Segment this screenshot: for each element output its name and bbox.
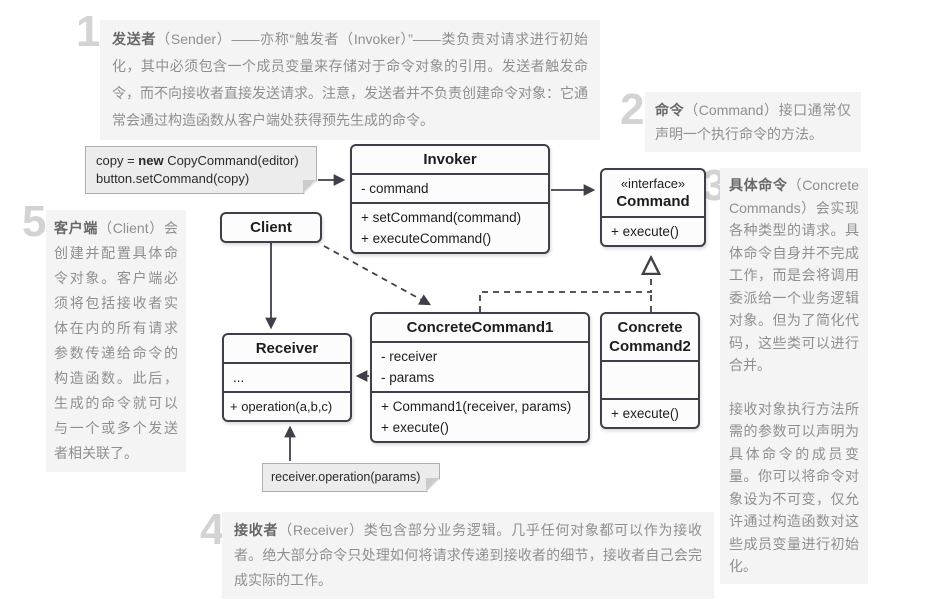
method-operation: + operation(a,b,c): [230, 399, 333, 414]
annotation-number-4: 4: [200, 505, 225, 554]
annotation-receiver-term: 接收者: [234, 522, 279, 538]
class-client-title: Client: [250, 219, 292, 236]
annotation-concrete-command: 具体命令（Concrete Commands）会实现各种类型的请求。具体命令自身…: [720, 168, 868, 584]
realization-concrete-command1-to-command: [479, 259, 651, 312]
class-concrete-command1: ConcreteCommand1 - receiver - params + C…: [370, 312, 590, 443]
class-receiver-title: Receiver: [255, 340, 319, 357]
annotation-sender: 发送者（Sender）——亦称“触发者（Invoker）”——类负责对请求进行初…: [100, 20, 600, 140]
note-operation-line: receiver.operation(params): [271, 470, 421, 484]
annotation-command-term: 命令: [655, 102, 685, 118]
note-setup-code: copy = new CopyCommand(editor) button.se…: [85, 146, 317, 194]
annotation-concrete-term: 具体命令: [729, 177, 788, 193]
field-params: - params: [381, 370, 435, 385]
class-invoker: Invoker - command + setCommand(command) …: [350, 144, 550, 254]
class-command-methods: + execute(): [602, 216, 704, 245]
method-execute: + execute(): [611, 406, 679, 421]
note-setup-l1b: new: [138, 153, 164, 168]
note-setup-line-1: copy = new CopyCommand(editor): [96, 152, 306, 170]
class-receiver-fields: ...: [224, 362, 350, 391]
class-concrete-command1-title: ConcreteCommand1: [406, 319, 554, 336]
class-concrete-command2-fields-empty: [602, 360, 698, 398]
annotation-concrete-text: （Concrete Commands）会实现各种类型的请求。具体命令自身并不完成…: [729, 177, 860, 373]
class-concrete-command2-methods: + execute(): [602, 398, 698, 427]
annotation-command: 命令（Command）接口通常仅声明一个执行命令的方法。: [645, 92, 861, 152]
annotation-sender-text: （Sender）——亦称“触发者（Invoker）”——类负责对请求进行初始化，…: [112, 31, 588, 128]
annotation-receiver: 接收者（Receiver）类包含部分业务逻辑。几乎任何对象都可以作为接收者。绝大…: [222, 512, 714, 599]
method-set-command: + setCommand(command): [361, 210, 522, 225]
annotation-command-text: （Command）接口通常仅声明一个执行命令的方法。: [655, 102, 851, 142]
class-invoker-fields: - command: [352, 173, 548, 202]
annotation-number-5: 5: [22, 197, 47, 246]
annotation-client-text: （Client）会创建并配置具体命令对象。客户端必须将包括接收者实体在内的所有请…: [54, 220, 179, 461]
annotation-number-1: 1: [76, 7, 101, 56]
field-command: - command: [361, 181, 429, 196]
annotation-concrete-paragraph-1: 具体命令（Concrete Commands）会实现各种类型的请求。具体命令自身…: [729, 174, 859, 377]
class-concrete-command1-methods: + Command1(receiver, params) + execute(): [372, 391, 588, 441]
class-concrete-command1-fields: - receiver - params: [372, 341, 588, 391]
note-setup-line-2: button.setCommand(copy): [96, 171, 250, 186]
annotation-sender-term: 发送者: [112, 31, 157, 47]
note-setup-l1a: copy =: [96, 153, 139, 168]
class-receiver: Receiver ... + operation(a,b,c): [222, 333, 352, 422]
class-client: Client: [220, 212, 322, 243]
method-execute-command: + executeCommand(): [361, 231, 492, 246]
note-setup-l1c: CopyCommand(editor): [163, 153, 299, 168]
method-execute: + execute(): [381, 420, 449, 435]
class-concrete-command2-title: Concrete Command2: [609, 319, 691, 355]
annotation-number-2: 2: [620, 85, 645, 134]
note-folded-corner-icon: [303, 180, 316, 193]
class-command-head: «interface» Command: [602, 170, 704, 216]
class-invoker-title: Invoker: [423, 151, 477, 168]
class-command-interface: «interface» Command + execute(): [600, 168, 706, 247]
note-operation-code: receiver.operation(params): [262, 463, 440, 492]
class-command-title: Command: [616, 193, 690, 210]
annotation-concrete-paragraph-2: 接收对象执行方法所需的参数可以声明为具体命令的成员变量。你可以将命令对象设为不可…: [729, 400, 859, 575]
arrow-client-to-concrete-command1-dashed: [323, 245, 432, 306]
method-execute: + execute(): [611, 224, 679, 239]
field-receiver: - receiver: [381, 349, 438, 364]
note-folded-corner-icon: [426, 478, 439, 491]
annotation-receiver-text: （Receiver）类包含部分业务逻辑。几乎任何对象都可以作为接收者。绝大部分命…: [234, 522, 703, 588]
field-ellipsis: ...: [233, 370, 245, 385]
class-invoker-methods: + setCommand(command) + executeCommand(): [352, 202, 548, 252]
class-receiver-methods: + operation(a,b,c): [224, 391, 350, 420]
method-constructor: + Command1(receiver, params): [381, 399, 572, 414]
class-concrete-command2: Concrete Command2 + execute(): [600, 312, 700, 429]
annotation-client-term: 客户端: [54, 220, 99, 236]
annotation-client: 客户端（Client）会创建并配置具体命令对象。客户端必须将包括接收者实体在内的…: [46, 210, 186, 472]
class-command-stereotype: «interface»: [620, 176, 686, 191]
